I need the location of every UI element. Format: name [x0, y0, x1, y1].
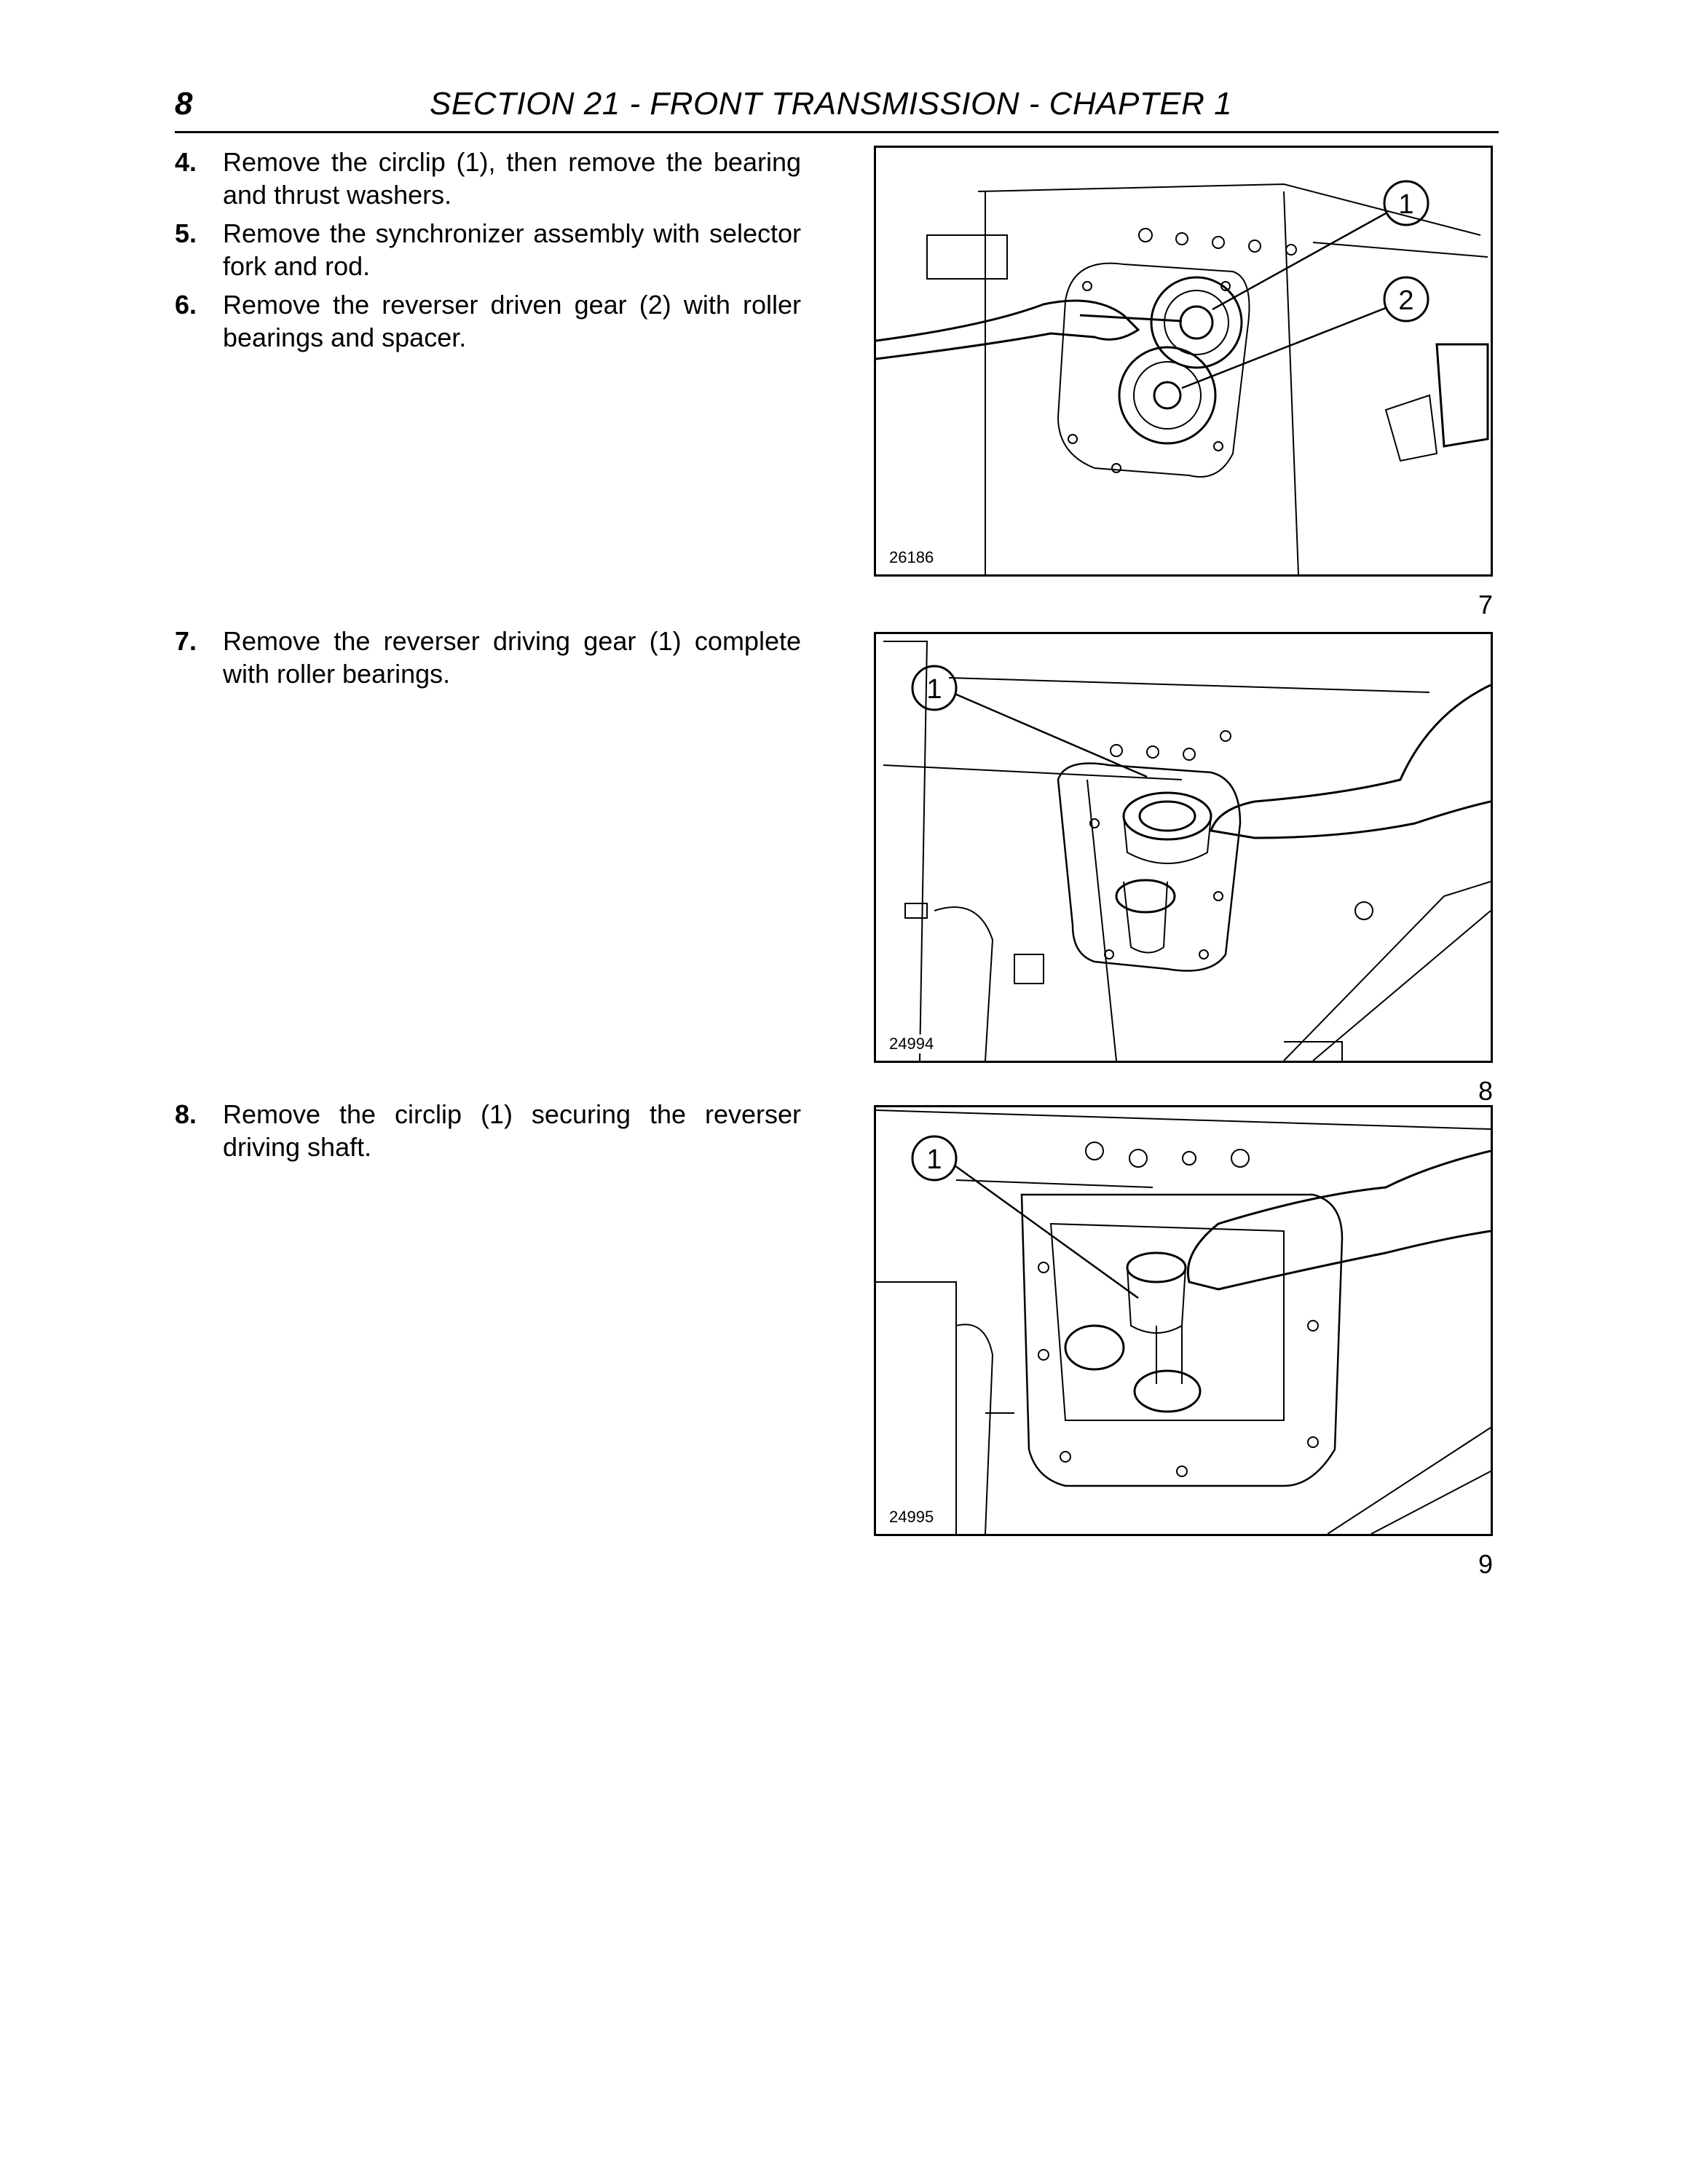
callout-label: 2 [1398, 285, 1413, 316]
section-title: SECTION 21 - FRONT TRANSMISSION - CHAPTE… [430, 86, 1233, 122]
figure-code: 26186 [888, 548, 936, 567]
step-item: 4. Remove the circlip (1), then remove t… [175, 146, 801, 211]
step-number: 8. [175, 1099, 197, 1129]
figure-9-illustration: 1 24995 [874, 1105, 1493, 1536]
circlip-removal-drawing: 1 [876, 1109, 1491, 1534]
step-group-3: 8. Remove the circlip (1) securing the r… [175, 1098, 801, 1169]
step-group-1: 4. Remove the circlip (1), then remove t… [175, 146, 801, 360]
step-text: Remove the reverser driven gear (2) with… [223, 290, 801, 352]
step-number: 4. [175, 147, 197, 177]
callout-label: 1 [926, 1144, 942, 1175]
step-text: Remove the reverser driving gear (1) com… [223, 626, 801, 689]
callout-label: 1 [926, 674, 942, 705]
page-header: 8 SECTION 21 - FRONT TRANSMISSION - CHAP… [175, 86, 1499, 130]
gear-removal-drawing: 1 2 [876, 180, 1489, 574]
header-divider [175, 131, 1499, 133]
step-text: Remove the synchronizer assembly with se… [223, 218, 801, 281]
step-number: 5. [175, 218, 197, 248]
figure-7-illustration: 1 2 26186 [874, 146, 1493, 577]
driving-gear-drawing: 1 [883, 641, 1491, 1061]
figure-code: 24995 [888, 1508, 936, 1527]
figure-number: 7 [1478, 590, 1493, 620]
step-item: 6. Remove the reverser driven gear (2) w… [175, 288, 801, 354]
figure-number: 9 [1478, 1549, 1493, 1579]
step-number: 7. [175, 626, 197, 656]
step-item: 8. Remove the circlip (1) securing the r… [175, 1098, 801, 1163]
figure-code: 24994 [888, 1034, 936, 1053]
step-text: Remove the circlip (1) securing the reve… [223, 1099, 801, 1162]
step-number: 6. [175, 290, 197, 320]
step-group-2: 7. Remove the reverser driving gear (1) … [175, 625, 801, 696]
page-number: 8 [175, 86, 193, 122]
callout-label: 1 [1398, 189, 1413, 220]
figure-number: 8 [1478, 1076, 1493, 1106]
step-item: 7. Remove the reverser driving gear (1) … [175, 625, 801, 690]
figure-8-illustration: 1 24994 [874, 632, 1493, 1063]
step-item: 5. Remove the synchronizer assembly with… [175, 217, 801, 282]
step-text: Remove the circlip (1), then remove the … [223, 147, 801, 210]
